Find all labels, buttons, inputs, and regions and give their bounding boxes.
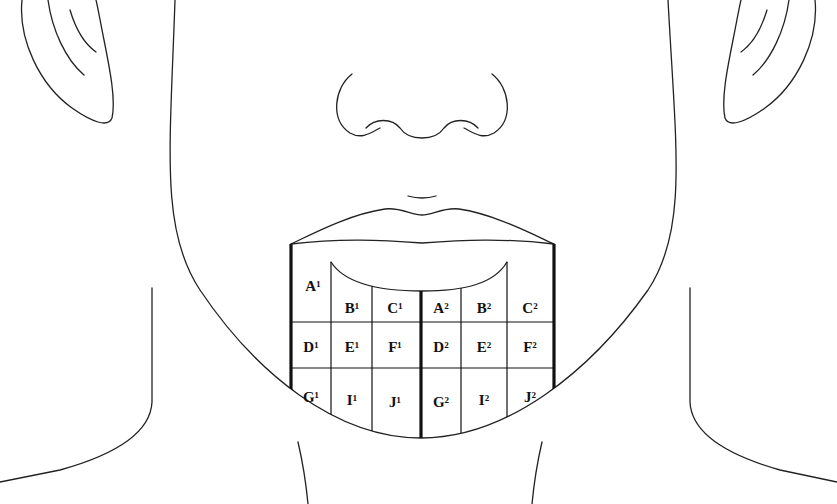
ear — [22, 0, 114, 123]
upper-lip — [291, 209, 554, 244]
grid-cell: D¹ — [301, 336, 321, 355]
cell-label: D² — [433, 340, 448, 355]
cell-label: E¹ — [345, 340, 360, 355]
ear — [48, 0, 96, 75]
throat-line — [298, 442, 308, 504]
grid-cell: I¹ — [345, 389, 360, 408]
grid-cell: J² — [522, 386, 538, 405]
cell-label: I² — [479, 393, 489, 408]
nose — [464, 74, 507, 136]
cell-label: B² — [477, 301, 492, 316]
grid-line — [330, 262, 331, 460]
ear — [724, 0, 816, 123]
neck-line — [0, 288, 152, 482]
grid-border — [552, 244, 555, 460]
grid-line — [371, 286, 372, 460]
grid-line — [506, 262, 507, 460]
cell-label: C² — [522, 301, 537, 316]
grid-cell: C² — [520, 297, 540, 316]
grid — [291, 244, 554, 460]
grid-line — [291, 321, 554, 322]
grid-cell: A² — [431, 297, 451, 316]
cell-label: F¹ — [388, 340, 402, 355]
cell-label: D¹ — [303, 340, 318, 355]
grid-cell: F¹ — [386, 336, 404, 355]
grid-cell: G² — [431, 391, 452, 410]
cell-label: G¹ — [303, 390, 319, 405]
cell-label: J¹ — [389, 395, 401, 410]
cell-label: F² — [523, 340, 537, 355]
grid-cell: J¹ — [387, 391, 403, 410]
lower-lip — [331, 262, 507, 291]
grid-cell: F² — [521, 336, 539, 355]
grid-cell: I² — [477, 389, 492, 408]
grid-cell: G¹ — [301, 386, 322, 405]
throat-line — [532, 442, 542, 504]
grid-cell: E¹ — [343, 336, 362, 355]
grid-border — [419, 291, 422, 460]
grid-cell: D² — [431, 336, 451, 355]
cell-label: C¹ — [387, 301, 402, 316]
face-outline — [170, 0, 676, 438]
grid-cell: C¹ — [385, 297, 405, 316]
grid-cell: A¹ — [303, 275, 323, 294]
nose — [366, 121, 478, 139]
cell-label: B¹ — [345, 301, 360, 316]
cell-label: E² — [477, 340, 492, 355]
philtrum — [408, 196, 436, 198]
cell-label: J² — [524, 390, 536, 405]
cell-label: G² — [433, 395, 449, 410]
neck-line — [690, 288, 837, 482]
mouth-line — [291, 240, 554, 244]
grid-cell: B² — [475, 297, 494, 316]
nose — [337, 74, 380, 136]
grid-line — [291, 367, 554, 368]
grid-line — [460, 288, 461, 460]
cell-label: A² — [433, 301, 448, 316]
grid-cell: E² — [475, 336, 494, 355]
cell-label: A¹ — [305, 279, 320, 294]
grid-border — [289, 244, 292, 460]
cell-label: I¹ — [347, 393, 357, 408]
grid-cell: B¹ — [343, 297, 362, 316]
ear — [741, 0, 789, 75]
